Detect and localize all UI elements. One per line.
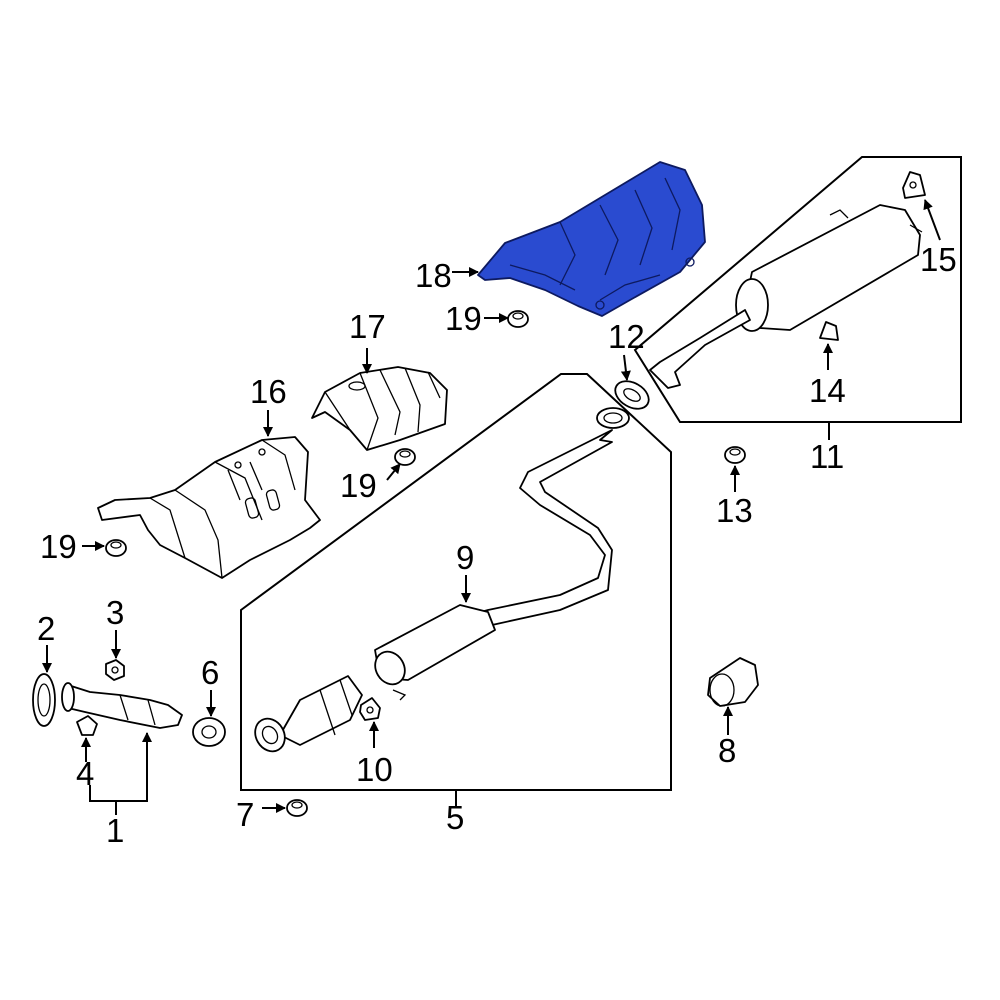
front-pipe-group-box (240, 373, 672, 791)
nut-part-3[interactable] (105, 659, 125, 681)
nut-part-19-left[interactable] (105, 539, 127, 557)
callout-18: 18 (415, 257, 452, 294)
gasket-part-12[interactable] (610, 376, 653, 415)
leader-lines (42, 199, 941, 815)
rubber-hanger-part-15[interactable] (902, 171, 926, 199)
muffler-part-11[interactable] (649, 204, 923, 389)
callout-2: 2 (37, 610, 55, 647)
nut-part-19-middle[interactable] (394, 448, 416, 466)
catalytic-converter-part-1[interactable] (61, 682, 183, 729)
callout-7: 7 (236, 796, 254, 833)
callout-16: 16 (250, 373, 287, 410)
callout-10: 10 (356, 751, 393, 788)
gasket-part-6[interactable] (192, 717, 226, 747)
callout-19-left: 19 (40, 528, 77, 565)
hanger-part-14[interactable] (819, 321, 839, 341)
heat-shield-part-16[interactable] (97, 436, 321, 579)
gasket-part-2[interactable] (32, 673, 56, 727)
callout-19-top: 19 (445, 300, 482, 337)
heat-shield-18-body[interactable] (477, 161, 706, 317)
nut-part-19-top[interactable] (507, 310, 529, 328)
nut-part-7[interactable] (286, 799, 308, 817)
callout-4: 4 (76, 755, 94, 792)
callout-6: 6 (201, 654, 219, 691)
nut-part-13[interactable] (724, 446, 746, 464)
callout-8: 8 (718, 732, 736, 769)
callout-14: 14 (809, 372, 846, 409)
heat-shield-18-ribs (509, 177, 681, 301)
callout-1: 1 (106, 812, 124, 849)
callout-17: 17 (349, 308, 386, 345)
hanger-part-10[interactable] (359, 697, 381, 721)
callout-13: 13 (716, 492, 753, 529)
front-pipe-part-9[interactable] (249, 407, 630, 757)
callout-11: 11 (810, 438, 844, 475)
callout-19-middle: 19 (340, 467, 377, 504)
bracket-part-4[interactable] (76, 715, 98, 736)
heat-shield-part-17[interactable] (311, 366, 448, 451)
callout-3: 3 (106, 594, 124, 631)
muffler-group-box (633, 156, 962, 423)
heat-shield-part-18[interactable] (477, 161, 706, 317)
callout-12: 12 (608, 318, 645, 355)
callout-15: 15 (920, 241, 957, 278)
clamp-part-8[interactable] (707, 657, 759, 707)
callout-9: 9 (456, 539, 474, 576)
callout-5: 5 (446, 799, 464, 836)
